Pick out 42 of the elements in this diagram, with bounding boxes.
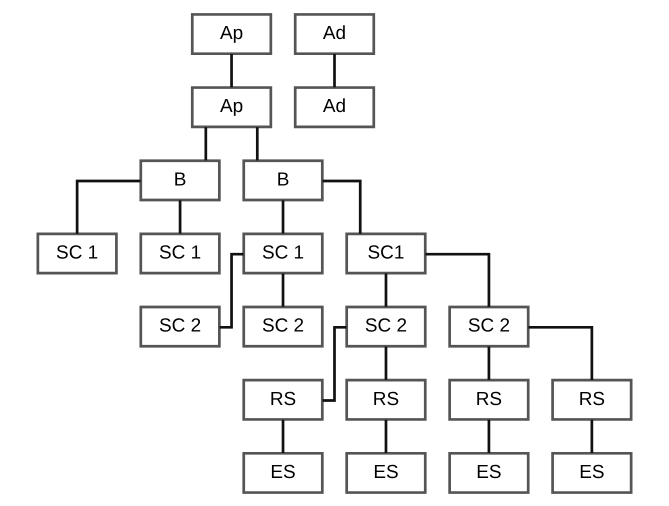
- connector: [230, 54, 233, 87]
- node-box: SC 2: [139, 305, 221, 348]
- connector: [425, 252, 490, 306]
- connector: [333, 54, 336, 87]
- node-box: ES: [551, 451, 632, 494]
- node-box: SC 2: [345, 305, 427, 348]
- connector: [590, 419, 594, 452]
- node-box: SC 1: [139, 232, 221, 274]
- node-box: SC1: [345, 232, 427, 274]
- node-box: ES: [448, 451, 530, 494]
- node-box: Ap: [190, 12, 272, 55]
- node-box: ES: [242, 451, 324, 494]
- connector: [282, 200, 284, 234]
- connector: [384, 346, 388, 380]
- connector: [528, 325, 594, 380]
- connector: [384, 273, 388, 306]
- connector: [178, 200, 182, 234]
- node-box: SC 1: [36, 232, 118, 274]
- connector: [282, 273, 284, 306]
- node-box: B: [139, 158, 221, 201]
- node-box: RS: [448, 378, 530, 420]
- node-box: SC 2: [242, 305, 324, 348]
- node-box: SC 1: [242, 232, 324, 274]
- node-box: Ap: [190, 86, 272, 128]
- node-box: RS: [242, 378, 324, 420]
- node-box: ES: [345, 451, 427, 494]
- node-box: RS: [551, 378, 632, 420]
- node-box: SC 2: [448, 305, 530, 348]
- node-box: Ad: [294, 12, 376, 55]
- connector: [220, 252, 244, 328]
- node-box: B: [242, 158, 324, 201]
- connector: [488, 419, 490, 452]
- node-box: RS: [345, 378, 427, 420]
- connector: [322, 179, 362, 234]
- connector: [76, 179, 141, 234]
- connector: [384, 419, 388, 452]
- node-box: Ad: [294, 86, 376, 128]
- connector: [204, 126, 208, 160]
- connector: [322, 325, 346, 402]
- connector: [282, 419, 284, 452]
- connector: [488, 346, 490, 380]
- connector: [256, 126, 259, 160]
